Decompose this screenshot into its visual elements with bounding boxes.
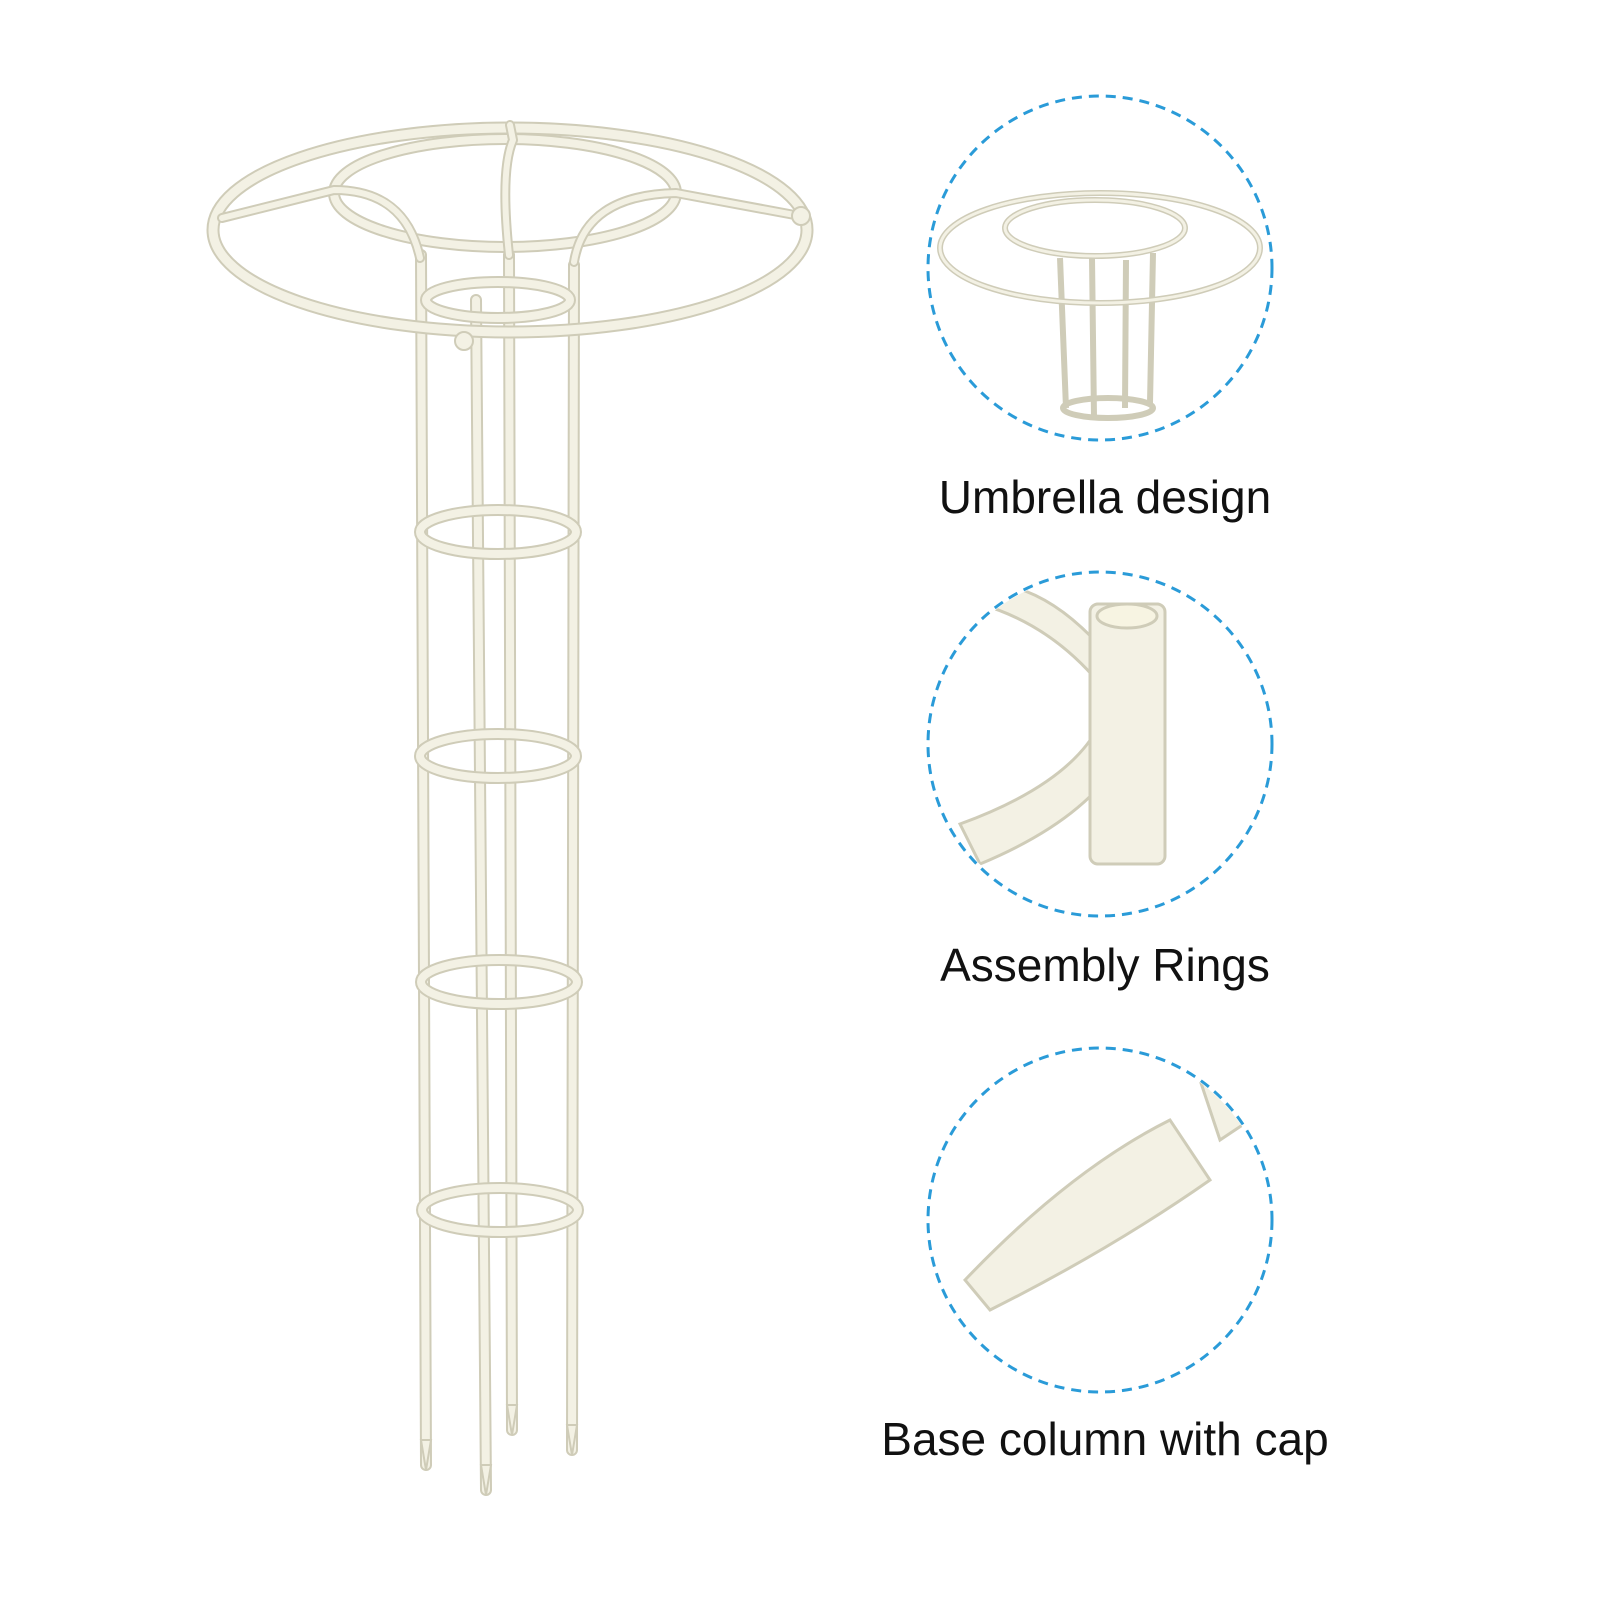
detail-caption-base-column: Base column with cap: [881, 1413, 1329, 1465]
ring-connector-closeup-icon: [926, 570, 1274, 918]
detail-base-column: [920, 1040, 1280, 1400]
detail-caption-assembly-rings: Assembly Rings: [940, 939, 1270, 991]
detail-caption-umbrella: Umbrella design: [938, 471, 1272, 523]
umbrella-closeup-icon: [926, 94, 1274, 442]
trellis-rings: [414, 276, 584, 1238]
trellis-poles: [415, 249, 580, 1496]
trellis-product-image: [206, 120, 814, 1496]
trellis-umbrella-top: [206, 120, 814, 339]
detail-assembly-rings: [920, 564, 1280, 924]
stake-cap-closeup-icon: [926, 1046, 1274, 1394]
detail-umbrella: [920, 88, 1280, 448]
